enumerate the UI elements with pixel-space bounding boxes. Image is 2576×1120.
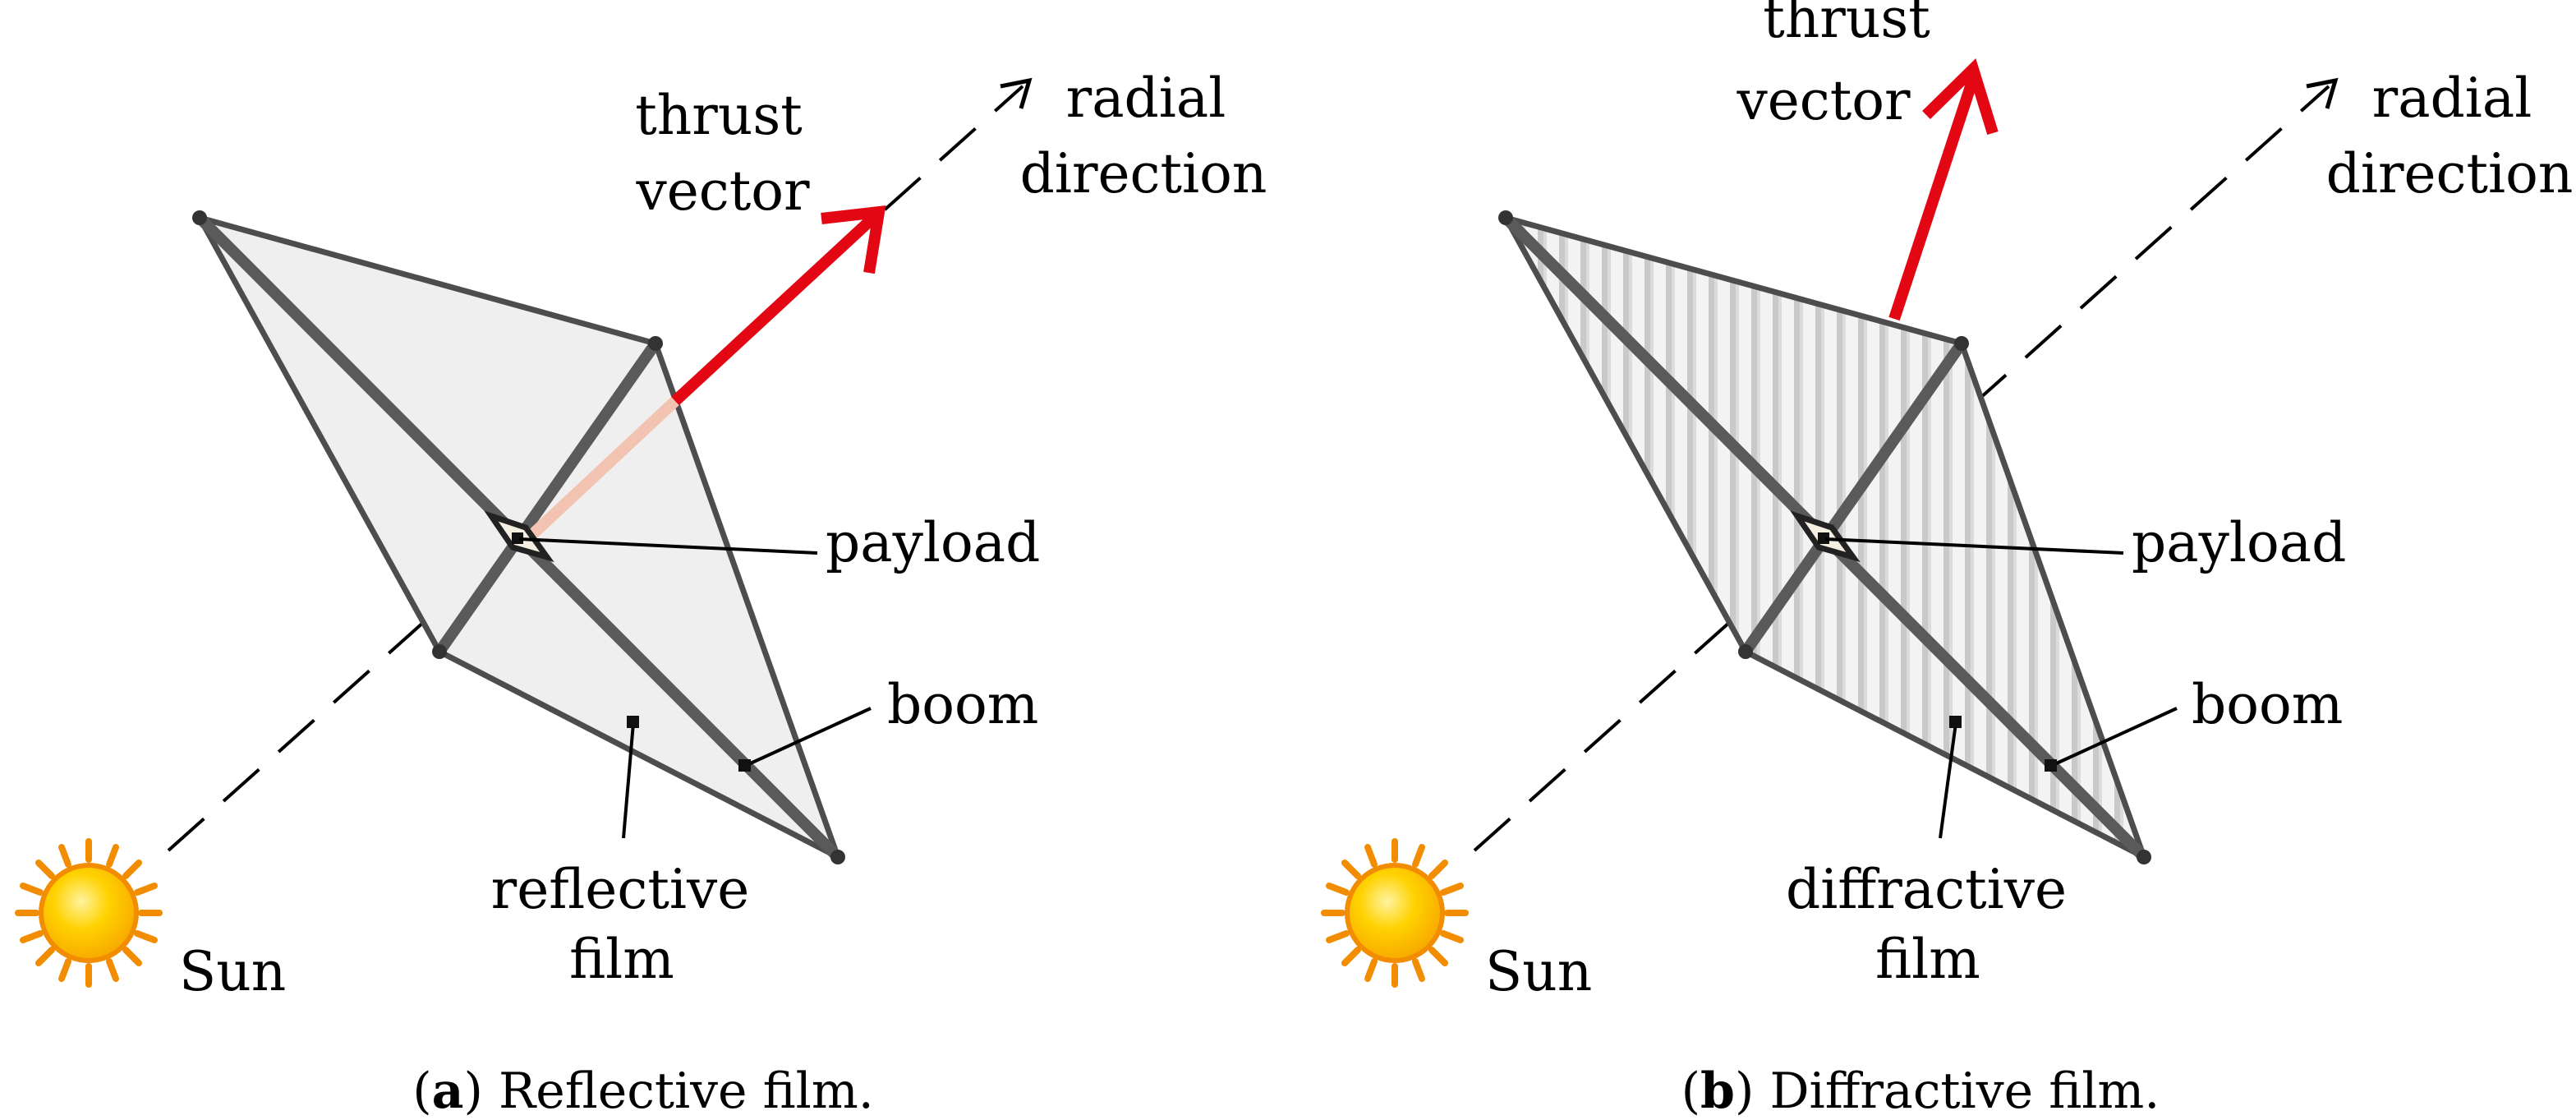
film-label-line1: reflective bbox=[491, 858, 750, 921]
film-label-line2: film bbox=[569, 928, 674, 991]
thrust-label-line2: vector bbox=[1736, 69, 1911, 132]
payload-label: payload bbox=[826, 511, 1040, 574]
boom bbox=[1740, 338, 1967, 657]
boom bbox=[434, 338, 661, 657]
panel-a: thrust vector radial direction payload b… bbox=[15, 67, 1267, 1120]
sun-icon bbox=[15, 838, 163, 988]
radial-direction-line bbox=[1473, 85, 2330, 852]
boom-label: boom bbox=[2192, 673, 2343, 736]
radial-direction-arrowhead bbox=[2306, 77, 2339, 109]
radial-label-line2: direction bbox=[1020, 142, 1267, 205]
thrust-label-line1: thrust bbox=[635, 84, 802, 147]
radial-direction-line bbox=[167, 85, 1024, 852]
radial-label-line1: radial bbox=[1066, 67, 1226, 130]
caption-a: (a) Reflective film. bbox=[412, 1062, 874, 1120]
sun-label: Sun bbox=[1485, 940, 1592, 1003]
film-label-line2: film bbox=[1875, 928, 1980, 991]
thrust-vector-arrowhead bbox=[821, 205, 886, 274]
sun-icon bbox=[1321, 838, 1469, 988]
radial-label-line2: direction bbox=[2326, 142, 2574, 205]
thrust-vector bbox=[1888, 76, 1979, 321]
caption-b: (b) Diffractive film. bbox=[1681, 1062, 2160, 1120]
thrust-vector bbox=[671, 214, 876, 406]
radial-label-line1: radial bbox=[2372, 67, 2532, 130]
thrust-label-line1: thrust bbox=[1763, 0, 1930, 50]
film-label-line1: diffractive bbox=[1786, 858, 2067, 921]
payload-label: payload bbox=[2132, 511, 2346, 574]
radial-direction-arrowhead bbox=[1000, 77, 1033, 109]
thrust-label-line2: vector bbox=[635, 159, 810, 223]
panel-b: thrust vector radial direction payload b… bbox=[1321, 0, 2574, 1120]
boom-label: boom bbox=[887, 673, 1038, 736]
sun-label: Sun bbox=[179, 940, 286, 1003]
thrust-vector-arrowhead bbox=[1922, 58, 1999, 136]
thrust-vector-inner bbox=[522, 396, 679, 546]
